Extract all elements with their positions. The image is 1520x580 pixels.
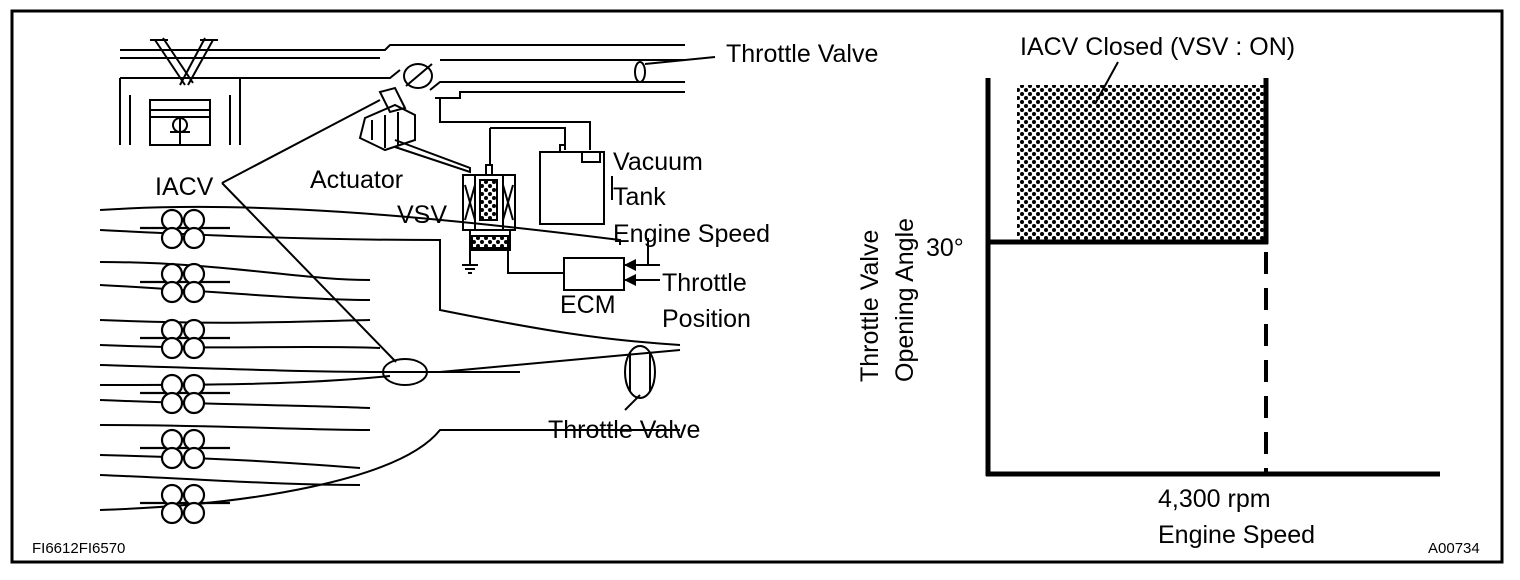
runner-2 xyxy=(140,262,230,304)
opening-angle-graph xyxy=(985,61,1440,477)
throttle-input-label: Throttle xyxy=(662,269,747,297)
vsv-label: VSV xyxy=(397,201,448,229)
tank-label: Tank xyxy=(613,183,666,211)
region-label-leader xyxy=(1094,61,1119,105)
intake-runners xyxy=(140,208,230,525)
engine-schematic xyxy=(99,37,716,511)
x-axis-title: Engine Speed xyxy=(1158,521,1316,549)
position-input-label: Position xyxy=(662,305,751,333)
runner-1 xyxy=(140,208,230,250)
iacv-label: IACV xyxy=(155,173,214,201)
actuator-label: Actuator xyxy=(310,166,404,194)
outer-border xyxy=(10,9,1504,564)
figure-id-right: A00734 xyxy=(1428,540,1480,557)
iacv-closed-label: IACV Closed (VSV : ON) xyxy=(1020,33,1296,61)
y-tick-30deg: 30° xyxy=(926,234,964,262)
vacuum-label: Vacuum xyxy=(613,148,703,176)
throttle-valve-bottom-label: Throttle Valve xyxy=(548,416,701,444)
ecm-label: ECM xyxy=(560,291,616,319)
runner-4 xyxy=(140,373,230,415)
runner-6 xyxy=(140,483,230,525)
y-axis-title-line2: Opening Angle xyxy=(891,217,919,382)
engine-speed-input-label: Engine Speed xyxy=(613,220,771,248)
iacv-closed-region xyxy=(1017,85,1265,242)
y-axis-title-line1: Throttle Valve xyxy=(856,229,884,382)
ecm-input-arrows xyxy=(624,259,636,286)
runner-3 xyxy=(140,318,230,360)
runner-5 xyxy=(140,428,230,470)
figure-id-left: FI6612FI6570 xyxy=(32,540,126,557)
x-tick-4300rpm: 4,300 rpm xyxy=(1158,485,1271,513)
throttle-valve-top-label: Throttle Valve xyxy=(726,40,879,68)
